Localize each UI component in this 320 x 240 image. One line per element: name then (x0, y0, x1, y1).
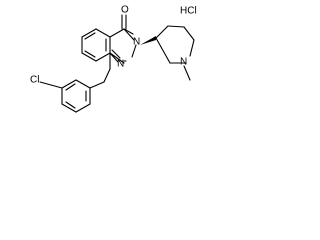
bond (75, 79, 91, 89)
bond (183, 65, 191, 81)
molecule-structure: O N N N Cl HCl (30, 5, 197, 113)
azepane-ring (140, 25, 195, 81)
bond (109, 28, 125, 38)
atom-labels: O N N N Cl HCl (30, 5, 197, 86)
chlorine-atom-label: Cl (30, 75, 39, 86)
bond (103, 68, 111, 83)
bond (189, 39, 195, 57)
benzo-ring (81, 28, 111, 62)
bond (183, 26, 195, 41)
bond (167, 25, 185, 28)
nitrogen-atom-label: N (180, 57, 187, 68)
bond (95, 52, 111, 62)
chlorobenzyl-group (39, 52, 111, 113)
double-bond-inner (84, 50, 96, 58)
bond (81, 52, 97, 62)
bond (155, 25, 169, 39)
double-bond-inner (111, 49, 121, 59)
bond (61, 103, 77, 113)
bond (123, 28, 135, 41)
structure-canvas: O N N N Cl HCl (0, 0, 210, 128)
double-bond-inner (84, 32, 96, 40)
bond (89, 81, 105, 89)
stereo-wedge-bond (140, 36, 156, 45)
bond (155, 37, 171, 64)
oxygen-atom-label: O (121, 5, 129, 16)
bond (109, 52, 125, 64)
bond (75, 103, 91, 113)
carbonyl (121, 14, 127, 30)
pyridazinone-ring (109, 28, 137, 64)
hydrochloride-label: HCl (180, 6, 197, 17)
bond (81, 28, 97, 38)
bond (61, 79, 77, 89)
nitrogen-atom-label: N (117, 59, 124, 70)
double-bond-inner (65, 101, 76, 109)
double-bond-inner (65, 83, 76, 91)
bond (95, 28, 111, 38)
bond (131, 44, 137, 58)
bond (39, 81, 63, 89)
nitrogen-atom-label: N (133, 37, 140, 48)
